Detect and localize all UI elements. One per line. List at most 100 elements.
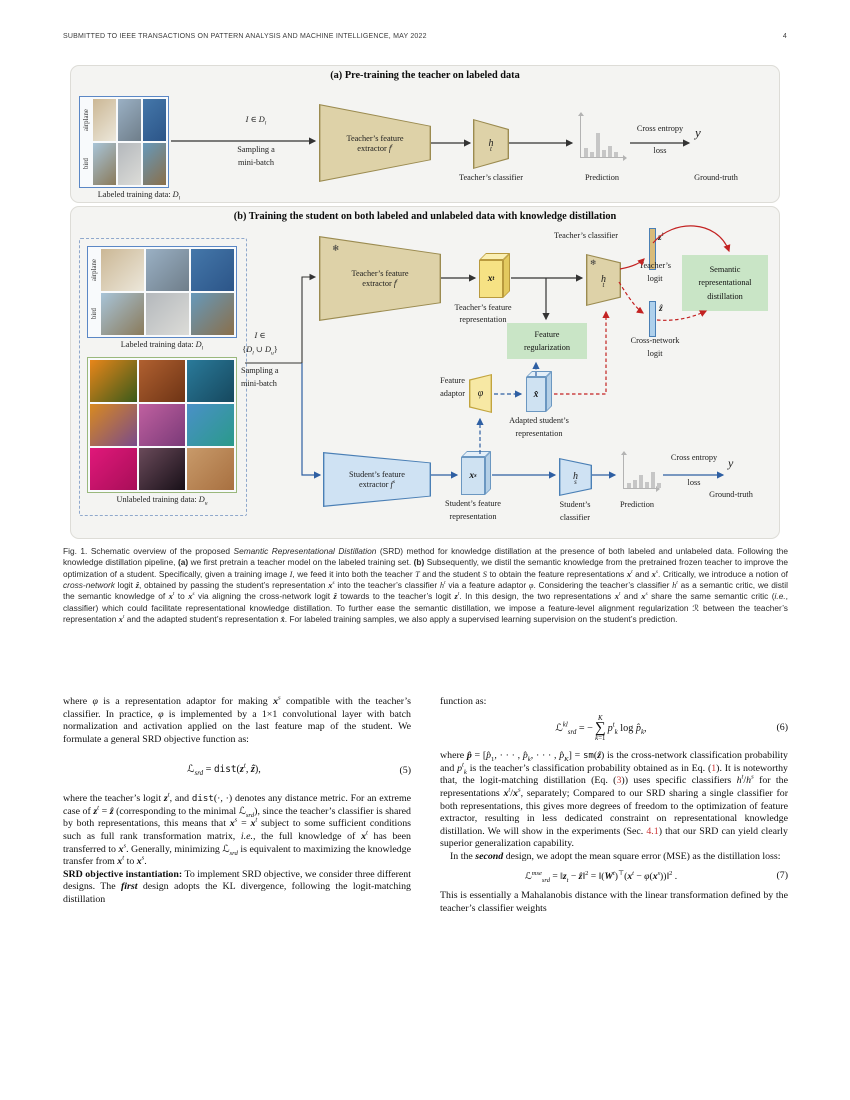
- equation-number: (5): [399, 764, 411, 776]
- sigma-symbol: ∑: [594, 720, 606, 737]
- figure-1: (a) Pre-training the teacher on labeled …: [70, 65, 780, 539]
- photo-airplane: [191, 249, 234, 291]
- teacher-classifier-label: Teacher’s classifier: [554, 231, 618, 240]
- teacher-representation-label: representation: [459, 315, 507, 324]
- teacher-logit-bar: [649, 228, 656, 270]
- zhat-symbol: ẑ: [659, 304, 663, 314]
- paragraph: This is essentially a Mahalanobis distan…: [440, 890, 788, 914]
- prediction-label: Prediction: [619, 500, 655, 509]
- minibatch-domain-label: I ∈: [254, 331, 266, 340]
- loss-label: loss: [653, 146, 667, 155]
- ref-link[interactable]: 1: [711, 762, 717, 774]
- ground-truth-symbol: y: [728, 456, 734, 470]
- frozen-icon: ❄: [590, 258, 597, 267]
- teacher-extractor-label: Teacher’s feature extractor ft: [351, 269, 409, 288]
- prediction-bar: [596, 133, 600, 157]
- figure-panel-b: (b) Training the student on both labeled…: [70, 206, 780, 539]
- photo-bird: [118, 143, 141, 185]
- panel-a-title: (a) Pre-training the teacher on labeled …: [330, 70, 520, 81]
- cross-entropy-label: Cross entropy: [636, 124, 684, 133]
- prediction-bars: [584, 133, 618, 157]
- prediction-label: Prediction: [584, 173, 620, 182]
- photo-unlabeled: [187, 404, 234, 446]
- photo-airplane: [93, 99, 116, 141]
- feature-adaptor-label: adaptor: [440, 389, 465, 398]
- prediction-bar: [639, 475, 643, 488]
- paragraph: where φ is a representation adaptor for …: [63, 694, 411, 745]
- body-columns: where φ is a representation adaptor for …: [63, 694, 788, 915]
- training-data-container: [79, 238, 247, 516]
- sampling-label: Sampling a: [237, 145, 275, 154]
- minibatch-domain-label: I ∈ Dl: [245, 115, 267, 127]
- equation-7: ℒmsesrd = ‖zt − ẑ‖2 = ‖(Wt)⊤(xt − φ(xs))…: [440, 869, 788, 884]
- adapted-representation-label: Adapted student’s: [509, 416, 569, 425]
- trapezoid-fill: [474, 120, 508, 168]
- ref-link[interactable]: 4.1: [646, 825, 659, 837]
- unlabeled-data-caption: Unlabeled training data: Du: [116, 495, 208, 507]
- prediction-bars: [627, 472, 661, 488]
- semantic-distillation-box: Semantic representational distillation: [682, 255, 768, 311]
- prediction-bar: [584, 148, 588, 157]
- equation-body: ℒsrd = dist(zt, ẑ),: [187, 762, 261, 778]
- labeled-data-grid: airplane bird: [79, 96, 169, 188]
- cross-network-logit-bar: [649, 301, 656, 337]
- equation-number: (6): [776, 722, 788, 734]
- paragraph: In the second design, we adopt the mean …: [450, 850, 781, 862]
- prediction-bar: [645, 482, 649, 488]
- panel-a-arrows: [171, 137, 691, 147]
- cross-network-logit-label: logit: [647, 349, 663, 358]
- sampling-label: Sampling a: [241, 366, 279, 375]
- sampling-label: mini-batch: [238, 158, 274, 167]
- cross-network-logit-label: Cross-network: [630, 336, 680, 345]
- labeled-data-caption: Labeled training data: Dl: [97, 190, 181, 202]
- prediction-bar: [602, 150, 606, 157]
- left-column: where φ is a representation adaptor for …: [63, 694, 412, 915]
- student-representation-label: representation: [449, 512, 497, 521]
- prediction-bar: [608, 146, 612, 157]
- sampling-label: mini-batch: [241, 379, 277, 388]
- photo-unlabeled: [138, 360, 186, 402]
- labeled-data-caption: Labeled training data: Dl: [120, 340, 204, 352]
- photo-unlabeled: [90, 448, 137, 490]
- loss-label: loss: [687, 478, 701, 487]
- trapezoid-fill: [470, 375, 491, 412]
- photo-unlabeled: [90, 404, 137, 446]
- adapted-representation-label: representation: [515, 429, 563, 438]
- summation: K∑k=1: [594, 714, 606, 742]
- photo-bird: [93, 143, 116, 185]
- ground-truth-symbol: y: [695, 125, 701, 140]
- photo-bird: [143, 143, 166, 185]
- prediction-bar: [651, 472, 655, 488]
- prediction-bar: [657, 483, 661, 488]
- figure-panel-a: (a) Pre-training the teacher on labeled …: [70, 65, 780, 203]
- teacher-representation-label: Teacher’s feature: [454, 303, 512, 312]
- page-number: 4: [782, 33, 787, 40]
- paragraph: where p̂ = [p̂1, · · · , p̂k, · · · , p̂…: [440, 750, 788, 850]
- cross-entropy-label: Cross entropy: [670, 453, 718, 462]
- equation-number: (7): [776, 870, 788, 882]
- paragraph-srd-instantiation: SRD objective instantiation: To implemen…: [63, 868, 411, 905]
- photo-unlabeled: [187, 360, 234, 402]
- paragraph: where the teacher’s logit zt, and dist(·…: [63, 791, 412, 868]
- photo-bird: [191, 293, 234, 335]
- photo-bird: [146, 293, 189, 335]
- teacher-logit-label: Teacher’s: [639, 261, 671, 270]
- feature-adaptor-trapezoid: φ: [469, 374, 492, 413]
- feature-regularization-box: Feature regularization: [507, 323, 587, 359]
- photo-unlabeled: [187, 448, 234, 490]
- equation-body: ℒmsesrd = ‖zt − ẑ‖2 = ‖(Wt)⊤(xt − φ(xs))…: [524, 869, 678, 884]
- ref-link[interactable]: 3: [616, 775, 622, 787]
- teacher-classifier-label: Teacher’s classifier: [459, 173, 523, 182]
- prediction-chart: [576, 111, 628, 166]
- prediction-bar: [590, 152, 594, 157]
- photo-airplane: [143, 99, 166, 141]
- prediction-chart: [619, 450, 661, 497]
